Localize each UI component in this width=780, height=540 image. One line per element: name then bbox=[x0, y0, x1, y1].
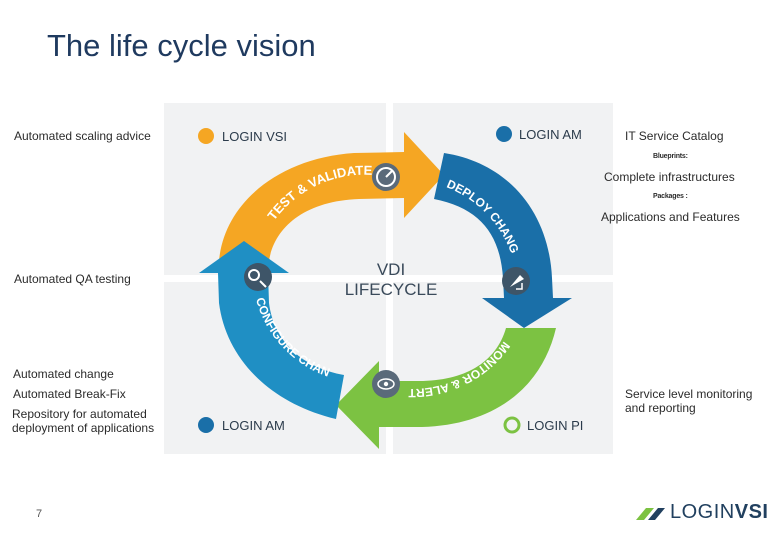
note-scaling: Automated scaling advice bbox=[14, 129, 151, 143]
product-login-am-bottom-left: LOGIN AM bbox=[198, 417, 285, 433]
svg-text:LOGIN PI: LOGIN PI bbox=[527, 418, 583, 433]
note-catalog: IT Service Catalog bbox=[625, 129, 724, 143]
arrow-monitor-alert bbox=[336, 328, 556, 449]
gauge-icon bbox=[372, 163, 400, 191]
svg-text:LOGIN AM: LOGIN AM bbox=[222, 418, 285, 433]
note-qa: Automated QA testing bbox=[14, 272, 131, 286]
rocket-shield-icon bbox=[502, 267, 530, 295]
note-repo-line2: deployment of applications bbox=[12, 421, 155, 435]
gears-wrench-icon bbox=[244, 263, 272, 291]
note-change: Automated change bbox=[13, 367, 114, 381]
note-monitoring-line1: Service level monitoring bbox=[625, 387, 753, 401]
center-label-line1: VDI bbox=[377, 260, 405, 279]
product-login-vsi-top-left: LOGIN VSI bbox=[198, 128, 287, 144]
page-number: 7 bbox=[36, 508, 43, 520]
note-repo-line1: Repository for automated bbox=[12, 407, 147, 421]
note-applications: Applications and Features bbox=[601, 210, 740, 224]
arrow-deploy-changes bbox=[434, 153, 572, 328]
arrow-configure-changes bbox=[199, 241, 344, 419]
note-infrastructures: Complete infrastructures bbox=[604, 170, 735, 184]
brand-logo: LOGINVSI bbox=[634, 500, 768, 524]
note-monitoring-line2: and reporting bbox=[625, 401, 696, 415]
arrow-test-validate bbox=[219, 132, 444, 261]
svg-text:LOGIN VSI: LOGIN VSI bbox=[222, 129, 287, 144]
note-packages: Packages : bbox=[653, 193, 688, 200]
slide-title: The life cycle vision bbox=[47, 28, 316, 63]
eye-refresh-icon bbox=[372, 370, 400, 398]
vdi-lifecycle-diagram: TEST & VALIDATE DEPLOY CHANGES MONITOR &… bbox=[164, 103, 612, 453]
svg-text:LOGIN AM: LOGIN AM bbox=[519, 127, 582, 142]
login-vsi-logo-mark bbox=[636, 508, 665, 520]
note-blueprints: Blueprints: bbox=[653, 153, 688, 160]
product-login-pi-bottom-right: LOGIN PI bbox=[503, 416, 583, 434]
center-label-line2: LIFECYCLE bbox=[345, 280, 438, 299]
note-breakfix: Automated Break-Fix bbox=[13, 387, 126, 401]
product-login-am-top-right: LOGIN AM bbox=[496, 126, 582, 142]
brand-wordmark: LOGINVSI bbox=[670, 501, 769, 523]
